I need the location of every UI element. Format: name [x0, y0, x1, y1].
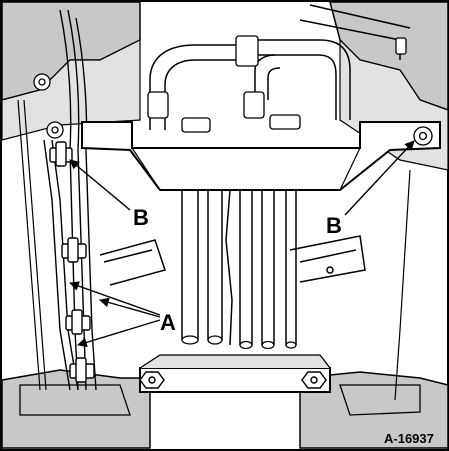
leader-b-right	[344, 140, 415, 216]
leader-a-3	[77, 319, 161, 348]
callout-b-left: B	[133, 205, 149, 230]
line-fittings	[147, 35, 407, 133]
line-clips	[49, 141, 95, 383]
clip-2	[61, 237, 87, 263]
callout-b-right: B	[326, 213, 342, 238]
strap-right	[289, 235, 366, 283]
callout-a: A	[160, 310, 176, 335]
pipe-ends	[181, 335, 297, 350]
leader-a-1	[69, 281, 161, 316]
lower-nut-right	[301, 371, 327, 389]
cross-member	[81, 121, 441, 191]
vertical-pipes	[181, 189, 297, 346]
leader-a-2	[99, 297, 161, 318]
clip-1	[49, 141, 73, 167]
right-rail	[394, 169, 411, 401]
lower-nut-left	[139, 371, 165, 389]
strap-left	[99, 239, 166, 286]
leader-lines	[69, 140, 415, 348]
stud-top-left	[33, 73, 51, 91]
leader-b-left	[69, 159, 131, 211]
figure-id: A-16937	[384, 431, 434, 446]
crossmember-bolt-left	[46, 121, 64, 139]
clip-4	[69, 357, 95, 383]
crossmember-bolt-right	[413, 126, 433, 146]
left-rod	[17, 99, 41, 391]
clip-3	[65, 309, 91, 335]
lower-body-outline	[19, 384, 421, 416]
